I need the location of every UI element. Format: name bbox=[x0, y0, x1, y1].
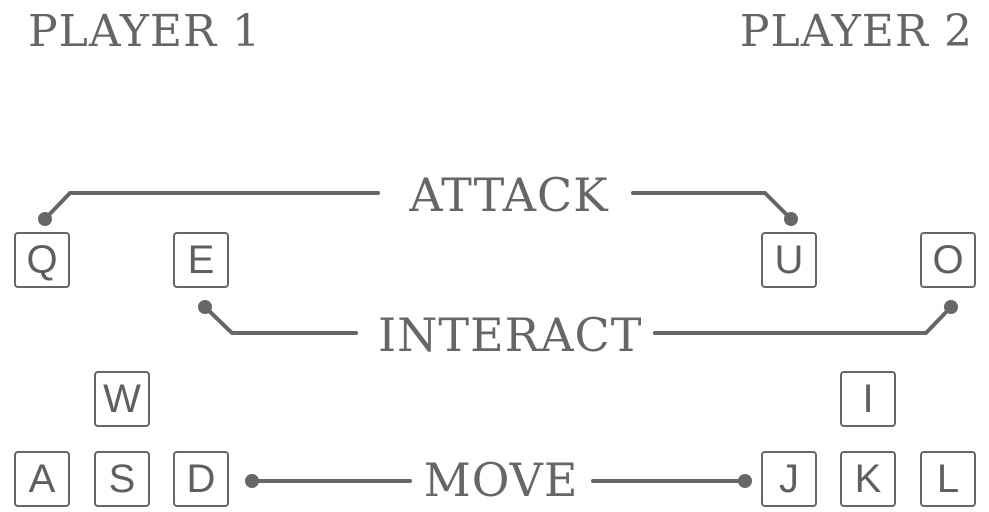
attack-dot-p2 bbox=[784, 212, 798, 226]
interact-dot-p2 bbox=[944, 300, 958, 314]
attack-dot-p1 bbox=[38, 212, 52, 226]
p2-down-key[interactable]: K bbox=[840, 451, 896, 507]
p1-up-key[interactable]: W bbox=[94, 371, 150, 427]
interact-connector-p2 bbox=[653, 305, 953, 335]
move-dot-p2 bbox=[738, 474, 752, 488]
player-2-title: PLAYER 2 bbox=[739, 6, 973, 57]
interact-label: INTERACT bbox=[378, 308, 643, 362]
p1-interact-key[interactable]: E bbox=[173, 232, 229, 288]
p2-right-key[interactable]: L bbox=[920, 451, 976, 507]
p1-down-key[interactable]: S bbox=[94, 451, 150, 507]
p2-attack-key[interactable]: U bbox=[761, 232, 817, 288]
attack-label: ATTACK bbox=[404, 172, 614, 218]
move-label: MOVE bbox=[418, 457, 584, 503]
p2-left-key[interactable]: J bbox=[761, 451, 817, 507]
interact-dot-p1 bbox=[198, 300, 212, 314]
p2-up-key[interactable]: I bbox=[840, 371, 896, 427]
p2-interact-key[interactable]: O bbox=[920, 232, 976, 288]
p1-attack-key[interactable]: Q bbox=[14, 232, 70, 288]
attack-connector-p2 bbox=[631, 191, 793, 221]
p1-left-key[interactable]: A bbox=[14, 451, 70, 507]
move-dot-p1 bbox=[245, 474, 259, 488]
interact-connector-p1 bbox=[203, 305, 358, 335]
attack-connector-p1 bbox=[43, 191, 380, 221]
p1-right-key[interactable]: D bbox=[173, 451, 229, 507]
player-1-title: PLAYER 1 bbox=[28, 6, 262, 57]
